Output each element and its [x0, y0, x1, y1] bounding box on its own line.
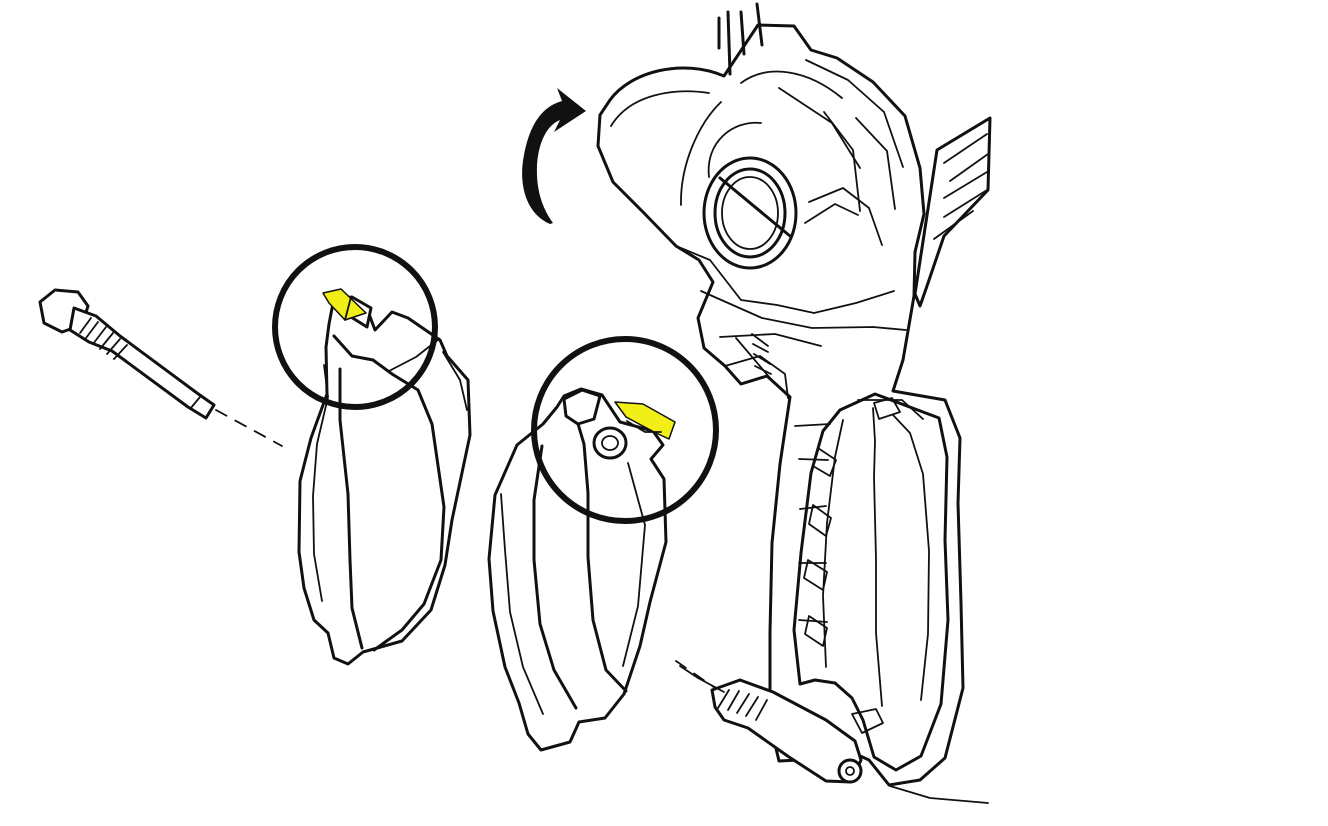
left-brake-pad	[272, 244, 472, 666]
guide-pin-bolt	[38, 288, 283, 447]
right-pad-callout-circle	[531, 336, 719, 524]
left-pad-callout-circle	[272, 244, 438, 410]
rotation-arrow-icon	[522, 88, 586, 224]
brake-caliper-assembly	[596, 2, 992, 804]
right-brake-pad	[487, 336, 719, 752]
